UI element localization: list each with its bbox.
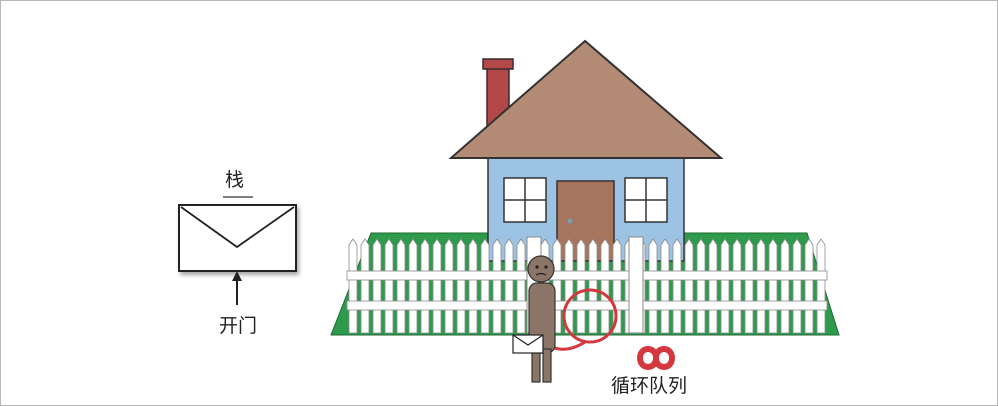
infinity-icon: [640, 349, 672, 367]
stack-label: 栈: [225, 171, 244, 190]
envelope-icon: [179, 205, 296, 271]
window-right: [625, 178, 667, 222]
carried-envelope-icon: [513, 335, 543, 353]
picket-fence: [347, 237, 827, 337]
stack-envelope: [179, 197, 296, 271]
door-label: 开门: [219, 317, 257, 336]
arrow-up-icon: [232, 271, 242, 305]
gate-post-right: [629, 237, 643, 333]
circular-queue-label: 循环队列: [611, 377, 687, 396]
window-left: [504, 178, 546, 222]
